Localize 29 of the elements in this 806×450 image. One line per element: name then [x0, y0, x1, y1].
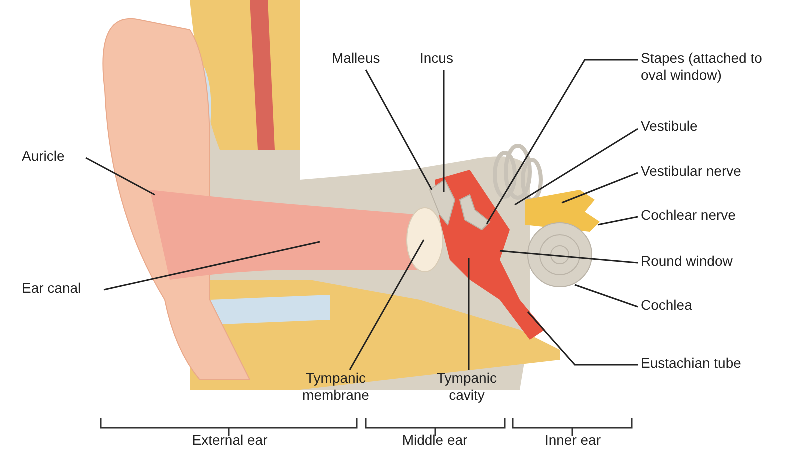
region-label: Middle ear [401, 432, 469, 449]
callout-label: Cochlear nerve [641, 207, 766, 224]
region-label: Inner ear [544, 432, 602, 449]
callout-label: Vestibule [641, 118, 721, 135]
callout-label: Incus [420, 50, 468, 67]
leader-line [598, 216, 638, 226]
callout-label: Round window [641, 253, 756, 270]
callout-label: Cochlea [641, 297, 711, 314]
leader-line [349, 240, 425, 370]
leader-line [104, 241, 320, 291]
callout-label: Tympanic membrane [296, 370, 376, 404]
leader-line [527, 312, 638, 366]
leader-line [562, 172, 638, 204]
leader-line [468, 258, 470, 370]
leader-line [443, 70, 445, 192]
callout-label: Tympanic cavity [427, 370, 507, 404]
callout-label: Vestibular nerve [641, 163, 776, 180]
callout-label: Eustachian tube [641, 355, 776, 372]
region-label: External ear [191, 432, 269, 449]
leader-line [500, 250, 638, 264]
callout-label: Stapes (attached to oval window) [641, 50, 786, 84]
leader-line [514, 128, 638, 206]
leader-line [574, 284, 638, 308]
callout-label: Auricle [22, 148, 84, 165]
leader-line [365, 70, 433, 190]
leader-line [86, 157, 156, 196]
callout-label: Malleus [332, 50, 396, 67]
callout-label: Ear canal [22, 280, 102, 297]
leader-line [486, 59, 638, 224]
